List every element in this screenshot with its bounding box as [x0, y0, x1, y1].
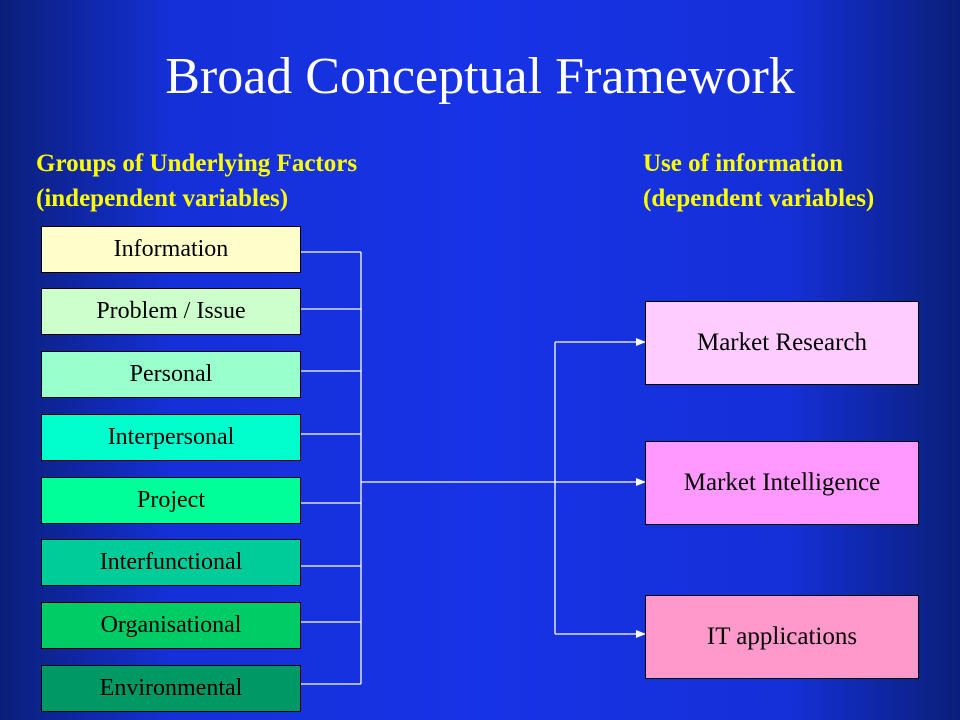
factor-problem-issue: Problem / Issue: [41, 288, 301, 335]
factor-interpersonal: Interpersonal: [41, 414, 301, 461]
dependent-heading-line2: (dependent variables): [643, 185, 875, 212]
outcome-it-applications: IT applications: [645, 595, 919, 679]
factor-personal: Personal: [41, 351, 301, 398]
factor-information: Information: [41, 226, 301, 273]
dependent-heading-line1: Use of information: [643, 150, 843, 177]
dependent-variables-heading: Use of information (dependent variables): [643, 146, 874, 216]
independent-variables-heading: Groups of Underlying Factors (independen…: [36, 146, 357, 216]
factor-organisational: Organisational: [41, 602, 301, 649]
factor-interfunctional: Interfunctional: [41, 539, 301, 586]
factor-project: Project: [41, 477, 301, 524]
page-title: Broad Conceptual Framework: [165, 48, 795, 105]
independent-heading-line1: Groups of Underlying Factors: [36, 150, 358, 177]
outcome-market-intelligence: Market Intelligence: [645, 441, 919, 525]
outcome-market-research: Market Research: [645, 301, 919, 385]
factor-environmental: Environmental: [41, 665, 301, 712]
independent-heading-line2: (independent variables): [36, 185, 289, 212]
